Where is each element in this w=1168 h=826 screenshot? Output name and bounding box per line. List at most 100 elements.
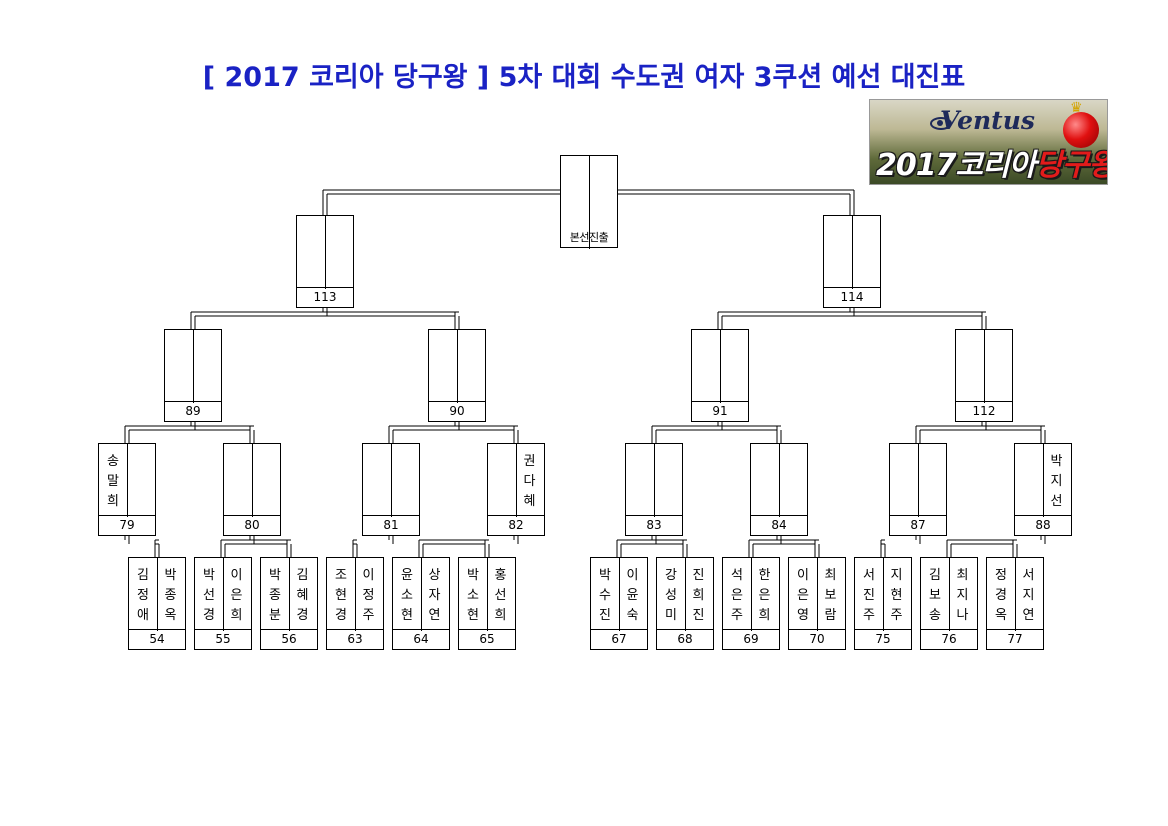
match-number: 64	[393, 629, 449, 649]
player-slot-right	[778, 444, 807, 517]
player-slot-right	[324, 216, 353, 289]
match-box-r2: 80	[223, 443, 281, 536]
match-number: 69	[723, 629, 779, 649]
player-slot-right	[719, 330, 748, 403]
player-slot-left	[1015, 444, 1044, 517]
player-slot-left	[297, 216, 326, 289]
match-number: 88	[1015, 515, 1071, 535]
match-box-r3: 91	[691, 329, 749, 422]
match-box-r3: 89	[164, 329, 222, 422]
player-slot-right	[192, 330, 221, 403]
player-slot-right	[653, 444, 682, 517]
match-number: 81	[363, 515, 419, 535]
player-slot-right	[456, 330, 485, 403]
match-number: 55	[195, 629, 251, 649]
match-number: 54	[129, 629, 185, 649]
match-number: 56	[261, 629, 317, 649]
player-slot-left	[429, 330, 458, 403]
match-number: 90	[429, 401, 485, 421]
match-number: 65	[459, 629, 515, 649]
player-slot-left	[692, 330, 721, 403]
match-number: 67	[591, 629, 647, 649]
match-number: 79	[99, 515, 155, 535]
match-number: 91	[692, 401, 748, 421]
player-slot-right	[851, 216, 880, 289]
sponsor-logo: Ventus ♛ 2017코리아당구왕	[869, 99, 1108, 185]
match-box-r4: 114	[823, 215, 881, 308]
player-slot-right	[917, 444, 946, 517]
billiard-ball-icon	[1063, 112, 1099, 148]
player-slot-left	[224, 444, 253, 517]
player-slot-left	[890, 444, 919, 517]
match-number: 89	[165, 401, 221, 421]
match-number: 63	[327, 629, 383, 649]
match-box-r4: 113	[296, 215, 354, 308]
logo-slogan: 2017코리아당구왕	[876, 148, 1108, 183]
player-slot-left	[363, 444, 392, 517]
match-number: 75	[855, 629, 911, 649]
player-slot-left	[824, 216, 853, 289]
player-slot-left	[751, 444, 780, 517]
match-number: 76	[921, 629, 977, 649]
match-box-r2: 83	[625, 443, 683, 536]
player-slot-left	[488, 444, 517, 517]
match-number: 112	[956, 401, 1012, 421]
match-number: 70	[789, 629, 845, 649]
match-number: 68	[657, 629, 713, 649]
match-number: 82	[488, 515, 544, 535]
match-box-r2: 81	[362, 443, 420, 536]
match-number: 87	[890, 515, 946, 535]
match-number: 113	[297, 287, 353, 307]
player-slot-left	[626, 444, 655, 517]
match-number: 84	[751, 515, 807, 535]
player-slot-right	[251, 444, 280, 517]
match-box-r3: 90	[428, 329, 486, 422]
eye-icon	[930, 117, 952, 130]
